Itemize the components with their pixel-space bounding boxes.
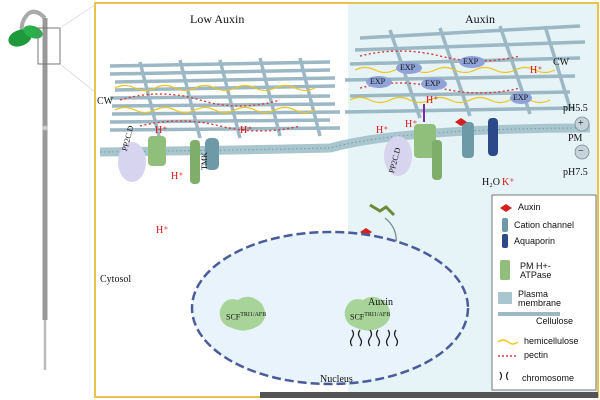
ph-high-label: pH5.5 (563, 103, 588, 114)
pm-label: PM (568, 133, 583, 144)
h-plus-right-3: H⁺ (426, 95, 439, 106)
h-plus-right-1: H⁺ (376, 125, 389, 136)
membrane-proteins-left (118, 136, 219, 184)
legend-cation-channel-icon (502, 218, 508, 232)
k-plus-label: K⁺ (502, 177, 515, 188)
legend-cation-channel: Cation channel (514, 220, 575, 230)
legend-aquaporin: Aquaporin (514, 236, 556, 246)
auxin-wall-1 (455, 118, 467, 126)
auxin-nucleus-label: Auxin (368, 297, 393, 308)
pp2cd-left-shape (118, 142, 146, 182)
pectin-left (119, 93, 301, 132)
legend (491, 194, 597, 391)
h-atpase-right (414, 124, 436, 158)
h-plus-left-2: H⁺ (240, 125, 253, 136)
tmk-label: TMK (200, 152, 209, 170)
legend-plasma-membrane-icon (498, 292, 512, 304)
nucleus-label: Nucleus (320, 374, 353, 385)
expansin-4 (459, 56, 485, 68)
legend-chromosome: chromosome (522, 373, 575, 383)
h-plus-left-1: H⁺ (155, 125, 168, 136)
minus-label: − (578, 146, 584, 157)
expansin-group (366, 56, 532, 104)
h-plus-right-4: H⁺ (530, 65, 543, 76)
expansin-5 (510, 92, 532, 104)
legend-plasma-membrane: Plasma membrane (518, 289, 562, 309)
legend-aquaporin-icon (502, 234, 508, 248)
ph-low-label: pH7.5 (563, 167, 588, 178)
panel-title-auxin: Auxin (465, 12, 495, 26)
cell-wall-left (109, 57, 341, 141)
legend-auxin-icon (500, 204, 512, 212)
scf-complex-right (344, 296, 391, 331)
tmk-right (432, 140, 442, 180)
legend-h-atpase-icon (500, 260, 510, 280)
cytosol-label: Cytosol (100, 274, 132, 285)
h-plus-left-3: H⁺ (171, 171, 184, 182)
h-plus-left-4: H⁺ (156, 225, 169, 236)
legend-auxin: Auxin (518, 202, 541, 212)
expansin-label-1: EXP (370, 77, 386, 86)
aquaporin-left (205, 138, 219, 170)
ph-indicator (574, 116, 590, 160)
minus-indicator (574, 144, 590, 160)
panel-title-low-auxin: Low Auxin (190, 12, 245, 26)
h-atpase-left (148, 136, 166, 166)
legend-chromosome-icon (499, 371, 509, 381)
expansin-1 (366, 76, 392, 88)
membrane-proteins-right (384, 104, 498, 180)
legend-hemicellulose-icon (497, 339, 519, 345)
legend-hemicellulose: hemicellulose (524, 336, 579, 346)
scf-left-label: SCFTRI1/AFB (226, 312, 266, 322)
legend-pectin: pectin (524, 350, 549, 360)
scf-complex-left (219, 296, 266, 331)
expansin-2 (396, 62, 422, 74)
scf-right-main: SCF (350, 312, 365, 322)
cation-channel-right (462, 122, 474, 158)
pp2cd-right-shape (384, 136, 412, 176)
expansin-label-5: EXP (513, 93, 529, 102)
hemicellulose-left (114, 84, 316, 114)
scf-left-main: SCF (226, 312, 241, 322)
expansin-label-3: EXP (425, 79, 441, 88)
h-plus-right-2: H⁺ (405, 119, 418, 130)
nucleus (190, 230, 470, 386)
expansin-label-4: EXP (463, 57, 479, 66)
expansin-3 (421, 78, 447, 90)
legend-cellulose: Cellulose (536, 316, 574, 326)
seedling-illustration (8, 4, 96, 370)
cw-label-right: CW (553, 57, 570, 68)
cw-label-left: CW (97, 96, 114, 107)
scf-right-sup: TRI1/AFB (364, 312, 391, 318)
plus-label: + (578, 118, 584, 129)
legend-h-atpase: PM H+- ATPase (520, 261, 552, 281)
scf-right-label: SCFTRI1/AFB (350, 312, 390, 322)
plus-indicator (574, 116, 590, 132)
expansin-label-2: EXP (400, 63, 416, 72)
water-label: H₂O (482, 177, 500, 188)
scf-left-sup: TRI1/AFB (240, 312, 267, 318)
chromosome-icons (349, 329, 399, 347)
aquaporin-right (488, 118, 498, 156)
tmk-left (190, 140, 200, 184)
